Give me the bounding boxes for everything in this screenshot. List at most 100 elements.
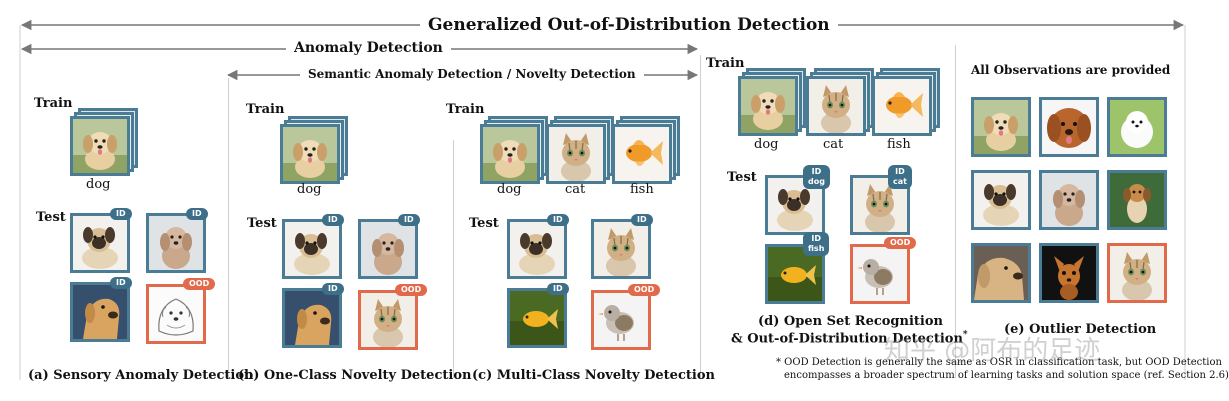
cat-photo-icon — [361, 293, 415, 347]
dog-photo-icon — [361, 222, 415, 276]
dog-photo-icon — [1042, 246, 1096, 300]
caption-e: (e) Outlier Detection — [1004, 322, 1157, 337]
dog-photo-icon — [510, 222, 564, 276]
footnote-line2: encompasses a broader spectrum of learni… — [784, 370, 1229, 381]
e-obs-beagle — [1107, 170, 1167, 230]
e-obs-retriever — [1039, 97, 1099, 157]
cat-photo-icon — [546, 124, 606, 184]
c-class-dog: dog — [497, 182, 522, 197]
divider-c-d — [700, 55, 701, 378]
d-badge-id-fish: ID fish — [803, 232, 830, 256]
cat-photo-icon — [806, 76, 866, 136]
b-test-cat — [358, 290, 418, 350]
watermark: 知乎 @阿布的足迹 — [884, 336, 1101, 366]
e-obs-dog — [971, 97, 1031, 157]
caption-c: (c) Multi-Class Novelty Detection — [472, 368, 715, 383]
caption-d-line1: (d) Open Set Recognition — [758, 314, 943, 329]
c-class-fish: fish — [630, 182, 654, 197]
dog-photo-icon — [285, 291, 339, 345]
dog-photo-icon — [149, 216, 203, 270]
dog-photo-icon — [280, 124, 340, 184]
b-test-pug — [282, 219, 342, 279]
b-test-label: Test — [247, 216, 277, 231]
c-test-label: Test — [469, 216, 499, 231]
e-obs-chihuahua — [1039, 243, 1099, 303]
b-test-lab — [282, 288, 342, 348]
d-test-bird — [850, 244, 910, 304]
a-class-dog: dog — [86, 177, 111, 192]
cat-photo-icon — [594, 222, 648, 276]
e-obs-labside — [971, 243, 1031, 303]
fish-photo-icon — [872, 76, 932, 136]
dog-photo-icon — [70, 116, 130, 176]
divider-d-e — [955, 45, 956, 378]
e-obs-cat-outlier — [1107, 243, 1167, 303]
caption-d-footnote-mark: * — [962, 330, 968, 340]
caption-b: (b) One-Class Novelty Detection — [238, 368, 472, 383]
bird-photo-icon — [594, 293, 648, 347]
d-badge-id-dog-line1: ID — [811, 167, 822, 176]
c-test-cat — [591, 219, 651, 279]
a-test-label: Test — [36, 210, 66, 225]
divider-b-c — [453, 140, 454, 378]
b-badge-id-2: ID — [398, 214, 420, 226]
c-class-cat: cat — [565, 182, 586, 197]
d-badge-id-fish-line2: fish — [808, 244, 825, 253]
d-class-cat: cat — [823, 137, 844, 152]
d-class-fish: fish — [887, 137, 911, 152]
b-badge-ood: OOD — [395, 284, 428, 296]
a-train-label: Train — [34, 96, 73, 111]
e-all-observations-label: All Observations are provided — [971, 63, 1171, 77]
e-obs-pom — [1107, 97, 1167, 157]
dog-photo-icon — [974, 246, 1028, 300]
title-generalized-ood: Generalized Out-of-Distribution Detectio… — [420, 15, 838, 35]
dog-photo-icon — [974, 173, 1028, 227]
caption-d-line2: & Out-of-Distribution Detection* — [731, 330, 968, 346]
d-badge-id-dog: ID dog — [803, 165, 830, 189]
footnote-line1: * OOD Detection is generally the same as… — [776, 357, 1222, 368]
divider-a-b — [228, 78, 229, 378]
dog-photo-icon — [1042, 173, 1096, 227]
b-badge-id-3: ID — [322, 283, 344, 295]
d-badge-ood: OOD — [884, 237, 917, 249]
dog-photo-icon — [285, 222, 339, 276]
dog-photo-icon — [738, 76, 798, 136]
caption-a: (a) Sensory Anomaly Detection — [28, 368, 254, 383]
fish-photo-icon — [612, 124, 672, 184]
a-badge-ood: OOD — [183, 278, 216, 290]
d-class-dog: dog — [754, 137, 779, 152]
c-test-goldfish — [507, 288, 567, 348]
title-anomaly-detection: Anomaly Detection — [286, 40, 451, 56]
cat-photo-icon — [1110, 246, 1164, 300]
dog-photo-icon — [1110, 100, 1164, 154]
c-test-bird — [591, 290, 651, 350]
a-badge-id-1: ID — [110, 208, 132, 220]
b-badge-id-1: ID — [322, 214, 344, 226]
d-test-label: Test — [727, 170, 757, 185]
a-test-sketch — [146, 284, 206, 344]
d-badge-id-cat: ID cat — [888, 165, 912, 189]
b-test-doodle — [358, 219, 418, 279]
caption-d-line2-text: & Out-of-Distribution Detection — [731, 331, 963, 347]
c-badge-id-1: ID — [547, 214, 569, 226]
a-test-lab — [70, 282, 130, 342]
dog-photo-icon — [1110, 173, 1164, 227]
a-badge-id-3: ID — [110, 277, 132, 289]
c-badge-ood: OOD — [628, 284, 661, 296]
dog-photo-icon — [974, 100, 1028, 154]
d-badge-id-dog-line2: dog — [808, 177, 825, 186]
dog-photo-icon — [480, 124, 540, 184]
e-obs-doodle — [1039, 170, 1099, 230]
a-test-doodle — [146, 213, 206, 273]
b-train-label: Train — [246, 102, 285, 117]
d-badge-id-cat-line1: ID — [895, 167, 905, 176]
d-test-cat — [850, 175, 910, 235]
b-class-dog: dog — [297, 182, 322, 197]
a-test-pug — [70, 213, 130, 273]
c-badge-id-2: ID — [631, 214, 653, 226]
d-badge-id-cat-line2: cat — [893, 177, 907, 186]
sketch-dog-icon — [149, 287, 203, 341]
c-badge-id-3: ID — [547, 283, 569, 295]
c-test-pug — [507, 219, 567, 279]
